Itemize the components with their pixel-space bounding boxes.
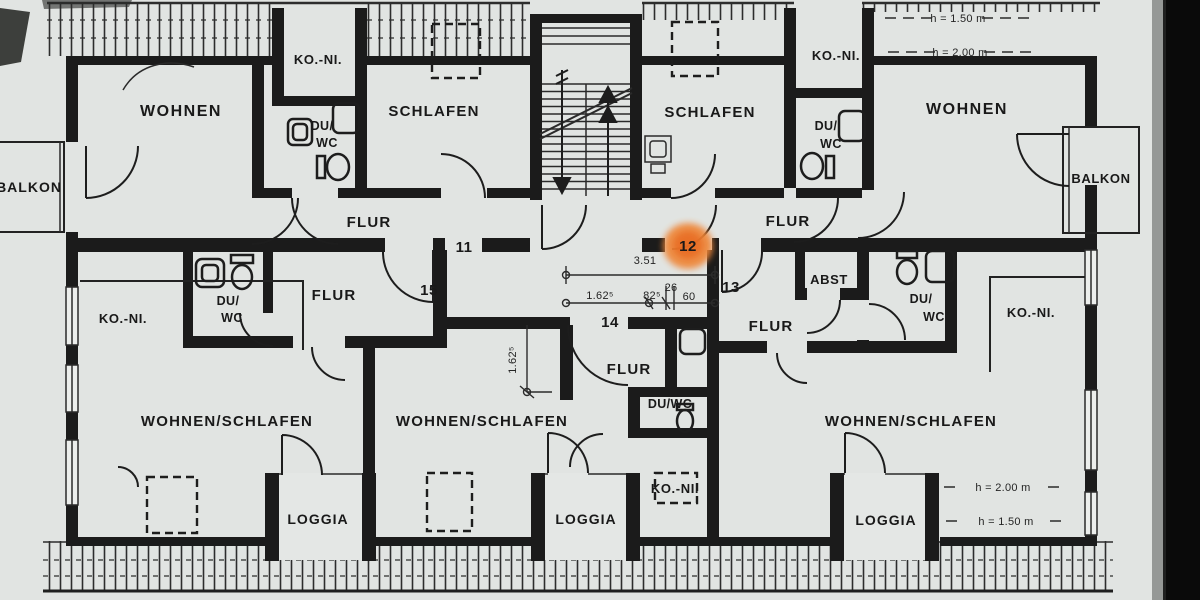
label-dim-60: 60 <box>683 291 696 303</box>
label-schlafen-top-left: SCHLAFEN <box>388 103 479 120</box>
label-wc-bot-right: WC <box>923 310 945 324</box>
label-duwc-mid: DU/WC <box>648 397 692 411</box>
sink-icon <box>924 249 956 284</box>
roof-window-dashed <box>145 20 720 535</box>
label-balcony-left: BALKON <box>0 179 62 195</box>
window-symbols <box>65 249 1098 536</box>
labels: WOHNEN KO.-NI. DU/ WC SCHLAFEN SCHLAFEN … <box>0 13 1130 528</box>
label-flur-top-left: FLUR <box>347 214 392 231</box>
label-flur-top-right: FLUR <box>766 213 811 230</box>
label-wohnen-top-right: WOHNEN <box>926 101 1008 118</box>
label-wc-mid-left: WC <box>221 311 243 325</box>
label-du-top-right: DU/ <box>815 119 838 133</box>
label-ws-bot-right: WOHNEN/SCHLAFEN <box>825 413 997 430</box>
label-loggia-left: LOGGIA <box>287 511 348 527</box>
label-apartment-13: 13 <box>722 279 740 296</box>
kitchen-niche-lines <box>80 276 1085 372</box>
label-ws-bot-left: WOHNEN/SCHLAFEN <box>141 413 313 430</box>
label-ws-bot-mid: WOHNEN/SCHLAFEN <box>396 413 568 430</box>
label-loggia-mid: LOGGIA <box>555 511 616 527</box>
label-koni-mid-left: KO.-NI. <box>99 311 147 326</box>
label-height-150-bottom: h = 1.50 m <box>978 516 1033 528</box>
label-abst: ABST <box>810 272 848 287</box>
label-apartment-15: 15 <box>420 282 438 299</box>
label-balcony-right: BALKON <box>1071 171 1130 186</box>
label-height-150-top: h = 1.50 m <box>930 13 985 25</box>
toilet-icon <box>229 253 255 291</box>
label-flur-mid-left: FLUR <box>312 287 357 304</box>
label-koni-top-right: KO.-NI. <box>812 48 860 63</box>
label-apartment-14: 14 <box>601 314 619 331</box>
shower-icon <box>837 109 867 143</box>
label-dim-162-v: 1.62⁵ <box>507 346 519 373</box>
label-dim-162-h: 1.62⁵ <box>586 290 613 302</box>
label-room-wohnen-top-left: WOHNEN <box>140 103 222 120</box>
label-dim-total: 3.51 <box>634 255 657 267</box>
label-dim-82: 82⁵ <box>643 290 661 302</box>
dimension-lines <box>519 17 1065 522</box>
toilet-icon <box>799 151 836 181</box>
shaft-symbol <box>644 135 672 174</box>
label-du-mid-left: DU/ <box>217 294 240 308</box>
label-du-top-left: DU/ <box>311 119 334 133</box>
sink-icon <box>194 257 226 289</box>
toilet-icon <box>895 249 919 286</box>
toilet-icon <box>675 402 695 434</box>
label-wc-top-left: WC <box>316 136 338 150</box>
balcony-right-box <box>1062 126 1140 234</box>
label-height-200-top: h = 2.00 m <box>932 47 987 59</box>
balcony-left-box <box>0 141 65 233</box>
label-loggia-right: LOGGIA <box>855 512 916 528</box>
label-schlafen-top-right: SCHLAFEN <box>664 104 755 121</box>
highlight-marker-12 <box>663 223 713 269</box>
label-koni-top-left: KO.-NI. <box>294 52 342 67</box>
label-wc-top-right: WC <box>820 137 842 151</box>
toilet-icon <box>315 152 351 182</box>
loggia-interiors <box>265 473 939 560</box>
label-apartment-12: 12 <box>679 238 697 255</box>
label-koni-bot-right: KO.-NI. <box>1007 305 1055 320</box>
sink-icon <box>286 117 314 147</box>
label-flur-mid: FLUR <box>607 361 652 378</box>
label-apartment-11: 11 <box>456 239 473 256</box>
label-koni-mid: KO.-NI. <box>651 481 699 496</box>
shower-icon <box>331 101 361 135</box>
label-flur-bot-right: FLUR <box>749 318 794 335</box>
bath-fixtures <box>194 101 956 434</box>
walls <box>66 8 1097 561</box>
label-dim-26: 26 <box>665 282 678 294</box>
label-height-200-bottom: h = 2.00 m <box>975 482 1030 494</box>
label-du-bot-right: DU/ <box>910 292 933 306</box>
staircase <box>539 27 672 196</box>
shower-icon <box>678 327 707 356</box>
